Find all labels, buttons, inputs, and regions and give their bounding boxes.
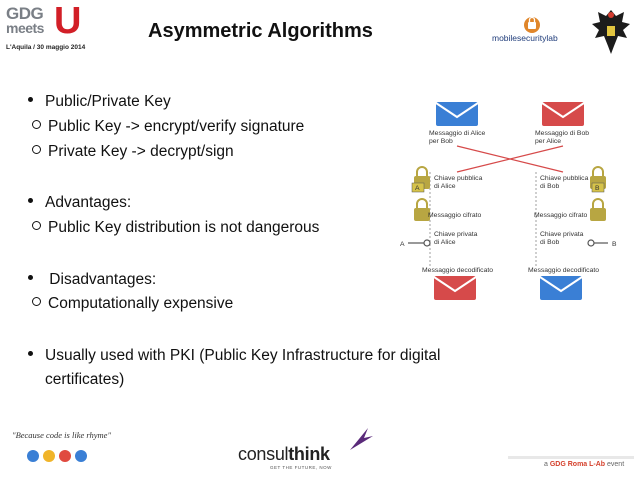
sub-bullet-advantage: Public Key distribution is not dangerous [32,218,319,237]
consultthink-logo-text: consulthink [238,444,330,465]
label-priv-bob-1: Chiave privata [540,231,584,238]
label-msg-alice-2: per Bob [429,138,453,145]
consultthink-tagline: GET THE FUTURE, NOW [270,465,332,470]
label-pub-alice-1: Chiave pubblica [434,175,483,182]
label-cipher-right: Messaggio cifrato [534,212,587,219]
bullet-disadvantages: Disadvantages: [28,270,156,289]
envelope-red-bottom-icon [433,276,477,300]
bullet-advantages: Advantages: [28,193,131,212]
key-alice-icon [408,239,431,247]
envelope-blue-top-icon [435,102,479,126]
sub-bullet-private-key: Private Key -> decrypt/sign [32,142,234,161]
slide-title: Asymmetric Algorithms [148,20,373,42]
label-dec-right: Messaggio decodificato [528,267,599,274]
footer-suffix: event [605,461,625,468]
label-dec-left: Messaggio decodificato [422,267,493,274]
label-msg-alice-1: Messaggio di Alice [429,130,486,137]
label-priv-alice-1: Chiave privata [434,231,478,238]
footer-divider [508,456,634,459]
key-label-a: A [400,241,405,248]
footer-quote: "Because code is like rhyme" [12,430,112,440]
bullet-public-private-key: Public/Private Key [28,92,171,111]
gdg-logo-meets: meets [6,20,44,36]
envelope-red-top-icon [541,102,585,126]
label-priv-alice-2: di Alice [434,239,456,246]
lock-cipher-right-icon [590,198,606,221]
label-msg-bob-1: Messaggio di Bob [535,130,589,137]
gdg-logo-u: U [54,0,82,42]
sub-bullet-public-key: Public Key -> encrypt/verify signature [32,117,304,136]
footer-event-credit: a GDG Roma L-Ab event [544,461,624,468]
label-cipher-left: Messaggio cifrato [428,212,481,219]
footer-prefix: a [544,461,550,468]
lock-label-b: B [595,185,600,192]
lock-label-a: A [415,185,420,192]
asymmetric-encryption-diagram: Messaggio di Alice per Bob Messaggio di … [400,102,617,300]
bullet-pki-continued: certificates) [45,371,125,388]
think-part: think [288,444,330,464]
label-pub-bob-1: Chiave pubblica [540,175,589,182]
envelope-blue-bottom-icon [539,276,583,300]
mobile-security-lab-text: mobilesecuritylab [492,33,558,43]
consultthink-arrow-icon [350,428,373,450]
bullet-pki: Usually used with PKI (Public Key Infras… [28,346,440,365]
colored-circles-icon [27,450,87,462]
footer-gdg-name: GDG Roma L-Ab [549,461,606,468]
sub-bullet-disadvantage: Computationally expensive [32,294,233,313]
mobile-security-lab-logo [524,16,540,33]
key-label-b: B [612,241,617,248]
university-crest-icon [592,10,630,54]
gdg-logo-text: GDG [6,4,44,23]
label-msg-bob-2: per Alice [535,138,561,145]
lock-cipher-left-icon [414,198,430,221]
consult-part: consul [238,444,289,464]
key-bob-icon [587,239,608,247]
label-pub-bob-2: di Bob [540,183,559,190]
label-priv-bob-2: di Bob [540,239,559,246]
event-date: L'Aquila / 30 maggio 2014 [6,44,86,51]
label-pub-alice-2: di Alice [434,183,456,190]
